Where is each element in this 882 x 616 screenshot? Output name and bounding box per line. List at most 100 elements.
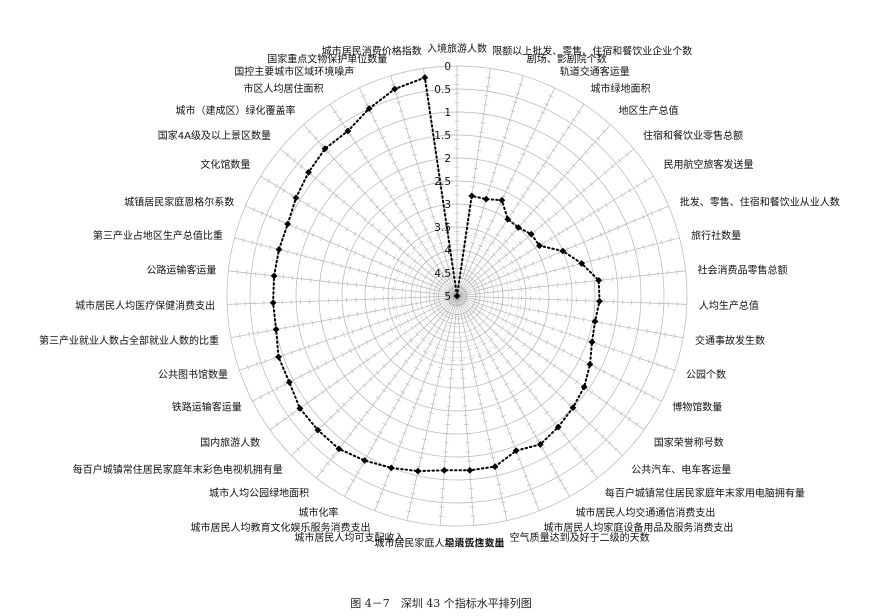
grid-minor-tick — [402, 279, 405, 285]
grid-minor-tick — [562, 265, 565, 271]
grid-minor-tick — [486, 350, 491, 354]
grid-minor-tick — [282, 274, 284, 280]
grid-minor-tick — [342, 332, 345, 338]
grid-minor-tick — [367, 270, 369, 276]
grid-minor-tick — [567, 439, 572, 444]
grid-minor-tick — [398, 209, 404, 214]
grid-minor-tick — [319, 278, 321, 284]
data-point — [391, 85, 399, 93]
grid-minor-tick — [576, 110, 582, 114]
category-label: 第三产业就业人数占全部就业人数的比重 — [39, 334, 219, 347]
grid-minor-tick — [525, 186, 531, 191]
grid-minor-tick — [477, 354, 483, 358]
grid-minor-tick — [325, 338, 328, 344]
grid-minor-tick — [599, 232, 603, 238]
grid-minor-tick — [619, 323, 621, 329]
grid-minor-tick — [419, 219, 425, 223]
grid-minor-tick — [627, 416, 631, 422]
grid-minor-tick — [527, 388, 533, 393]
grid-minor-tick — [493, 397, 499, 401]
data-point — [559, 247, 567, 255]
grid-minor-tick — [658, 207, 662, 213]
grid-minor-tick — [619, 411, 624, 416]
grid-minor-tick — [546, 310, 549, 316]
category-label: 城市化率 — [299, 506, 339, 519]
grid-minor-tick — [421, 337, 426, 342]
grid-minor-tick — [610, 164, 615, 169]
grid-minor-tick — [356, 211, 360, 216]
grid-minor-tick — [515, 202, 521, 206]
grid-minor-tick — [378, 430, 383, 434]
grid-minor-tick — [295, 251, 298, 257]
grid-minor-tick — [275, 422, 280, 427]
grid-minor-tick — [418, 389, 424, 392]
grid-minor-tick — [299, 164, 304, 169]
grid-minor-tick — [484, 429, 490, 432]
grid-minor-tick — [291, 377, 295, 383]
grid-minor-tick — [492, 320, 497, 325]
grid-minor-tick — [424, 372, 430, 375]
grid-minor-tick — [487, 380, 493, 384]
grid-minor-tick — [414, 474, 420, 477]
grid-minor-tick — [596, 176, 601, 181]
grid-spoke — [230, 295, 458, 339]
grid-minor-tick — [481, 319, 486, 324]
grid-minor-tick — [562, 487, 568, 491]
grid-minor-tick — [509, 279, 512, 285]
grid-minor-tick — [492, 300, 494, 306]
grid-minor-tick — [319, 143, 324, 148]
data-point — [554, 423, 562, 431]
grid-minor-tick — [558, 479, 563, 483]
grid-minor-tick — [300, 276, 303, 282]
grid-minor-tick — [494, 332, 499, 337]
grid-minor-tick — [616, 251, 619, 257]
grid-minor-tick — [490, 264, 495, 269]
category-label: 城市居民消费价格指数 — [322, 45, 422, 58]
grid-minor-tick — [398, 246, 403, 252]
grid-minor-tick — [364, 283, 367, 289]
grid-minor-tick — [553, 471, 559, 474]
category-label: 城镇居民家庭恩格尔系数 — [124, 195, 234, 208]
grid-minor-tick — [504, 239, 509, 244]
grid-minor-tick — [515, 268, 518, 274]
grid-minor-tick — [468, 358, 474, 360]
grid-minor-tick — [374, 284, 376, 290]
grid-minor-tick — [369, 446, 374, 450]
grid-minor-tick — [557, 282, 559, 288]
data-point — [275, 246, 283, 253]
grid-minor-tick — [319, 468, 325, 473]
grid-spoke — [456, 295, 675, 371]
grid-minor-tick — [510, 232, 515, 237]
grid-minor-tick — [537, 335, 541, 341]
grid-minor-tick — [408, 338, 413, 343]
grid-minor-tick — [419, 264, 424, 269]
grid-minor-tick — [519, 305, 522, 311]
grid-minor-tick — [412, 154, 418, 157]
grid-minor-tick — [542, 323, 546, 329]
grid-minor-tick — [275, 386, 279, 391]
grid-minor-tick — [516, 314, 520, 320]
grid-minor-tick — [573, 315, 576, 321]
grid-minor-tick — [575, 280, 577, 286]
grid-minor-tick — [409, 225, 414, 229]
grid-minor-tick — [571, 163, 576, 168]
grid-minor-tick — [416, 465, 422, 468]
category-label: 地区生产总值 — [618, 104, 678, 117]
grid-minor-tick — [273, 355, 276, 361]
grid-minor-tick — [482, 420, 488, 423]
grid-minor-tick — [282, 188, 286, 193]
grid-minor-tick — [561, 133, 566, 137]
grid-spoke — [260, 175, 458, 297]
data-point — [421, 74, 429, 81]
grid-minor-tick — [518, 277, 521, 283]
grid-minor-tick — [467, 250, 473, 253]
grid-minor-tick — [624, 152, 629, 157]
grid-minor-tick — [383, 306, 386, 312]
grid-minor-tick — [430, 266, 435, 271]
category-label: 公园个数 — [686, 368, 726, 381]
grid-minor-tick — [523, 475, 529, 478]
grid-minor-tick — [522, 414, 527, 418]
category-label: 博物馆数量 — [672, 401, 722, 414]
grid-minor-tick — [545, 270, 547, 276]
